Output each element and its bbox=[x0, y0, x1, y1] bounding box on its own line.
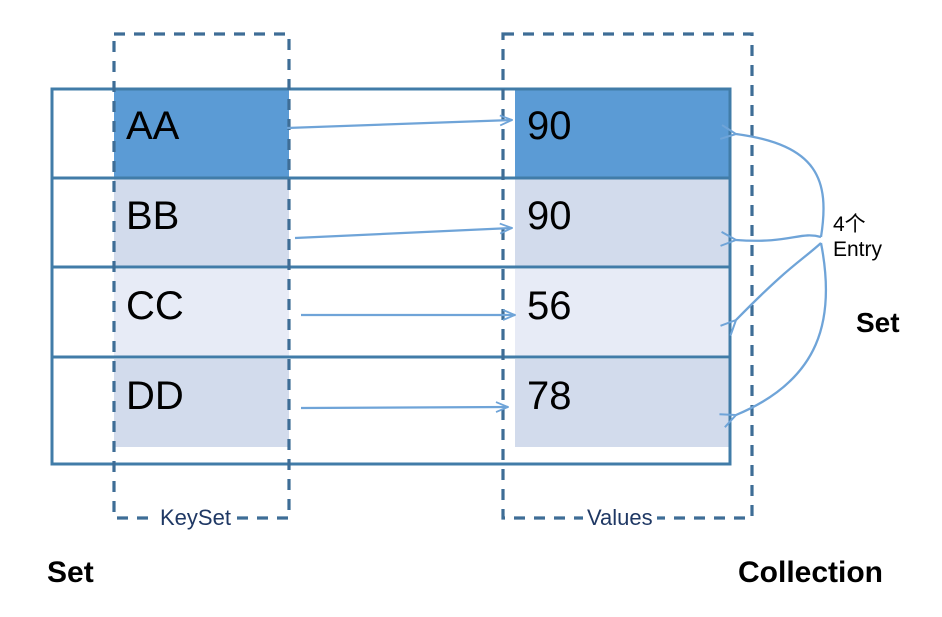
value-cell-fill-1 bbox=[515, 179, 729, 266]
value-cell-fill-0 bbox=[515, 89, 729, 177]
key-value-arrow-3 bbox=[300, 407, 508, 408]
bottom-left-set-label: Set bbox=[47, 556, 94, 589]
entry-arrow-row-1 bbox=[736, 235, 822, 240]
key-value-arrow-0 bbox=[286, 120, 512, 130]
value-cell-2: 56 bbox=[527, 284, 572, 328]
entry-arrow-row-0 bbox=[736, 134, 825, 238]
bottom-right-collection-label: Collection bbox=[738, 556, 884, 589]
key-value-arrow-1 bbox=[294, 228, 512, 240]
value-cell-1: 90 bbox=[527, 194, 572, 238]
value-cell-fill-3 bbox=[515, 359, 729, 447]
key-cell-3: DD bbox=[126, 374, 184, 418]
key-cell-2: CC bbox=[126, 284, 184, 328]
values-box-label: Values bbox=[583, 507, 657, 529]
key-cell-fill-2 bbox=[114, 269, 289, 356]
key-cell-0: AA bbox=[126, 104, 180, 148]
value-cell-fill-2 bbox=[515, 269, 729, 356]
entry-arrow-row-2 bbox=[736, 242, 822, 320]
table-grid bbox=[50, 87, 732, 466]
set-right-label: Set bbox=[856, 307, 900, 338]
key-cell-fill-1 bbox=[114, 179, 289, 266]
key-cell-fill-3 bbox=[114, 359, 289, 447]
values-dashed-box bbox=[501, 32, 754, 520]
value-cell-0: 90 bbox=[527, 104, 572, 148]
entry-count-line-2: Entry bbox=[833, 238, 883, 261]
entry-arrow-row-3 bbox=[736, 242, 828, 415]
value-cell-3: 78 bbox=[527, 374, 572, 418]
key-cell-fill-0 bbox=[114, 89, 289, 177]
entry-count-line-1: 4个 bbox=[833, 213, 866, 236]
key-value-arrows bbox=[286, 120, 515, 408]
key-cell-1: BB bbox=[126, 194, 180, 238]
entry-curved-arrows bbox=[736, 134, 828, 415]
keyset-box-label: KeySet bbox=[156, 507, 235, 529]
entry-count-label: 4个 Entry bbox=[833, 212, 882, 262]
